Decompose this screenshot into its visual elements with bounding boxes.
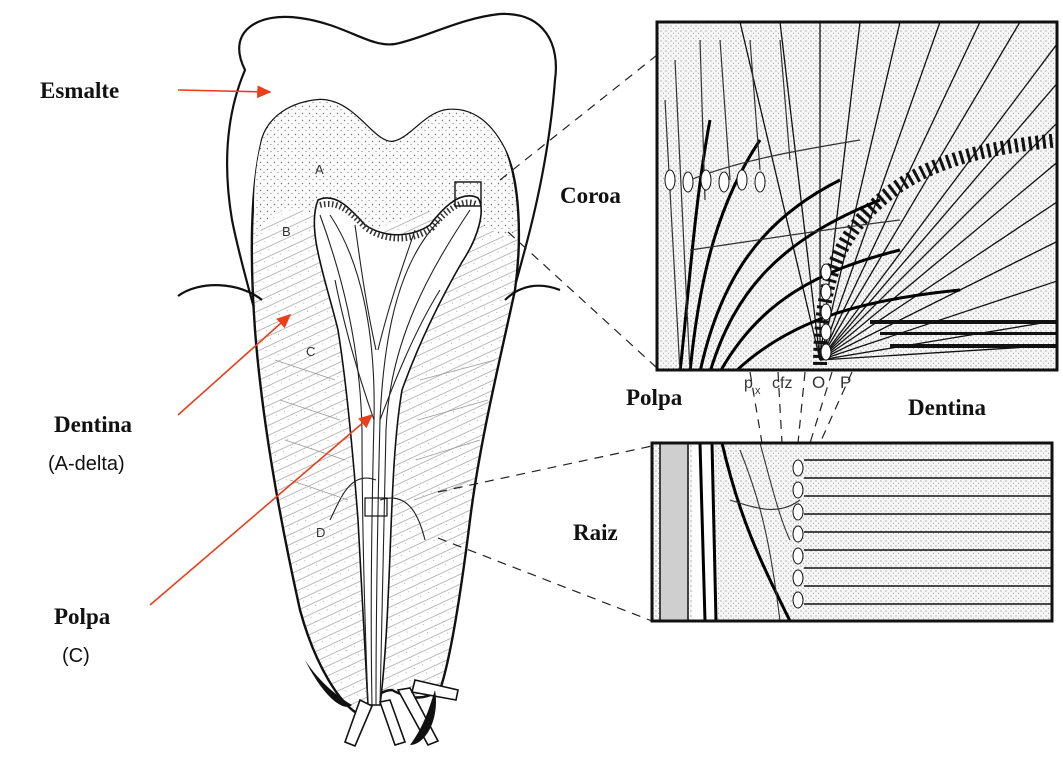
- zone-marker-o: O: [812, 373, 825, 392]
- label-pulp-fiber: (C): [62, 645, 90, 667]
- marker-d: D: [316, 525, 325, 540]
- marker-b: B: [282, 224, 291, 239]
- label-pulp: Polpa: [54, 604, 111, 629]
- marker-c: C: [306, 344, 315, 359]
- marker-a: A: [315, 162, 324, 177]
- zone-marker-p: P: [840, 373, 851, 392]
- label-inset-dentin: Dentina: [908, 395, 986, 420]
- label-enamel: Esmalte: [40, 78, 119, 103]
- label-crown: Coroa: [560, 183, 621, 208]
- zone-markers: p x cfz O P: [744, 373, 851, 397]
- label-root: Raiz: [573, 520, 618, 545]
- crown-inset: [657, 22, 1060, 372]
- label-dentin-fiber: (A-delta): [48, 453, 125, 475]
- root-inset: [652, 443, 1052, 621]
- label-inset-pulp: Polpa: [626, 385, 683, 410]
- zone-marker-px-sub: x: [755, 385, 761, 397]
- label-dentin: Dentina: [54, 412, 132, 437]
- tooth-drawing: A B C D: [178, 14, 560, 746]
- zone-marker-px: p: [744, 375, 753, 392]
- zone-marker-cfz: cfz: [772, 375, 792, 392]
